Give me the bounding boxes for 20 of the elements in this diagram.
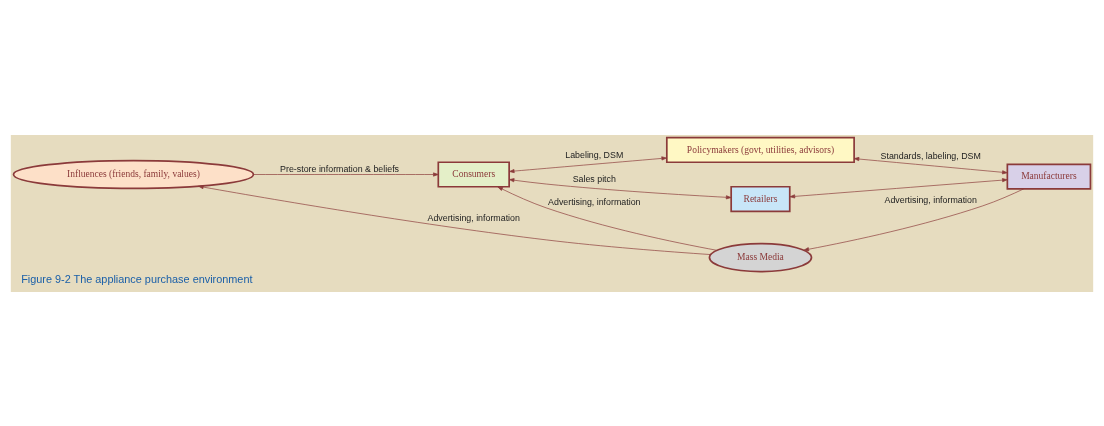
edge-label: Sales pitch	[572, 173, 616, 184]
edge-label: Pre-store information & beliefs	[280, 163, 400, 174]
edge-label: Labeling, DSM	[565, 149, 624, 160]
edge-label: Advertising, information	[884, 194, 977, 205]
node-box: Policymakers (govt, utilities, advisors)	[665, 136, 855, 163]
node-box: Manufacturers	[1006, 162, 1092, 190]
node-box: Retailers	[730, 185, 791, 212]
arrow	[789, 177, 1008, 198]
arrow	[803, 188, 1025, 251]
arrow	[253, 172, 439, 176]
arrow	[508, 177, 732, 199]
edge-label: Advertising, information	[548, 196, 641, 207]
arrow	[497, 186, 718, 251]
caption: Figure 9-2 The appliance purchase environment	[21, 272, 253, 285]
arrow	[198, 184, 711, 255]
edge-label: Advertising, information	[427, 212, 520, 223]
edge-label: Standards, labeling, DSM	[880, 150, 981, 161]
node-box: Consumers	[437, 160, 510, 188]
arrow	[509, 155, 667, 173]
arrow	[853, 156, 1008, 174]
